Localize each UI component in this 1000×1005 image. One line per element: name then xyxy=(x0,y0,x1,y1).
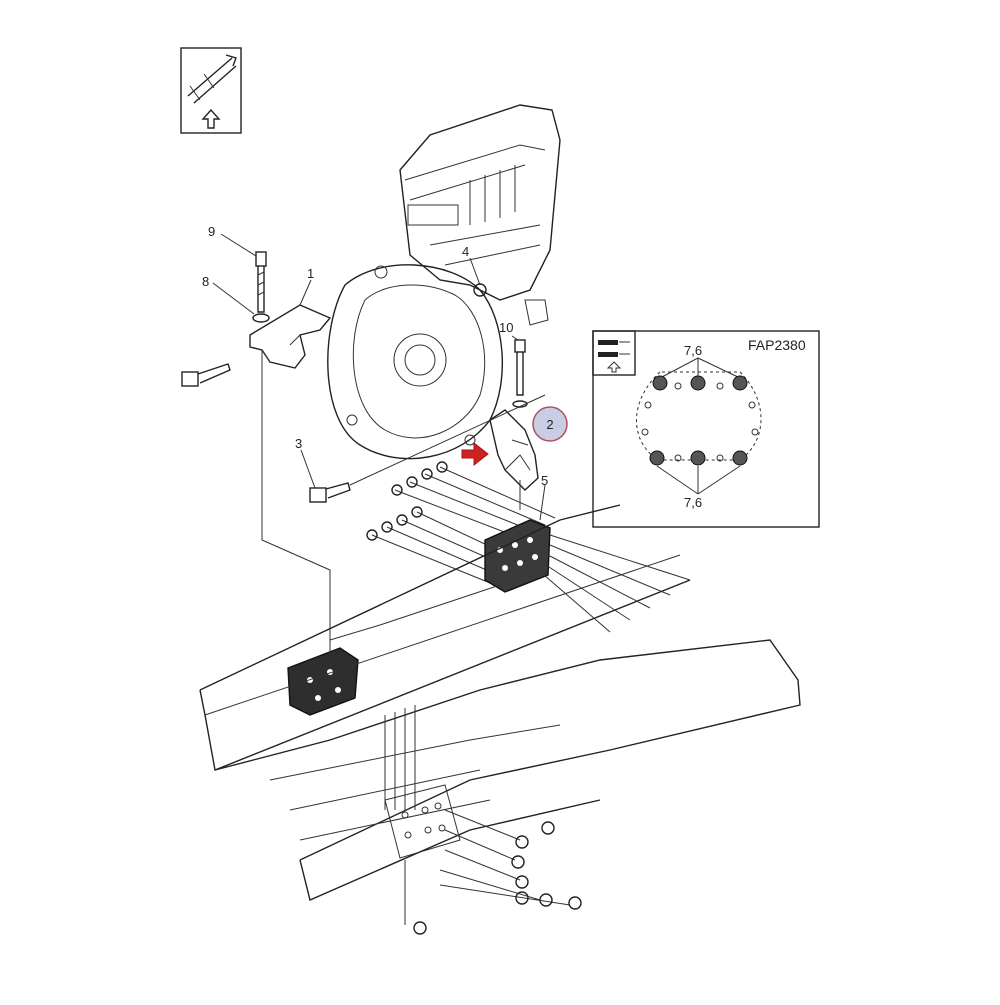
projection-lines xyxy=(329,534,691,810)
inset-up-arrow-icon xyxy=(606,361,622,373)
inset-bolts-top xyxy=(652,375,748,391)
highlight-arrow-icon xyxy=(461,441,489,467)
up-arrow-icon xyxy=(201,108,221,129)
orientation-legend xyxy=(180,47,242,134)
callout-4-label: 4 xyxy=(462,244,469,259)
bolt-3 xyxy=(309,394,546,503)
bolt-9 xyxy=(255,251,267,313)
bolt-left-horizontal xyxy=(181,363,231,387)
callout-2-label: 2 xyxy=(546,417,553,432)
torque-value-top: 7,6 xyxy=(684,343,702,358)
callout-2-circle xyxy=(532,406,568,442)
rubber-mount-left xyxy=(261,539,359,716)
orientation-arrow-icon xyxy=(187,54,237,104)
washer-8 xyxy=(252,313,270,323)
torque-wrench-icon xyxy=(598,340,630,357)
bolt-plate-lower xyxy=(384,784,461,859)
bolt-group-upper xyxy=(391,461,556,541)
bolt-group-lower xyxy=(366,506,526,586)
engine-mount-bracket-2 xyxy=(489,409,539,510)
rubber-mount-5 xyxy=(484,519,551,593)
inset-bolts-bottom xyxy=(649,450,748,466)
callout-5-label: 5 xyxy=(541,473,548,488)
engine-block xyxy=(399,104,561,326)
nuts-group xyxy=(404,809,582,935)
callout-10-label: 10 xyxy=(499,320,513,335)
inset-holes xyxy=(641,382,759,462)
torque-value-bottom: 7,6 xyxy=(684,495,702,510)
detail-inset: FAP2380 7,6 7,6 xyxy=(592,330,820,528)
engine-bracket-left xyxy=(249,304,332,540)
callout-leaders xyxy=(212,233,546,521)
bolt-10 xyxy=(512,339,528,408)
callout-3-label: 3 xyxy=(295,436,302,451)
callout-1-label: 1 xyxy=(307,266,314,281)
diagram-code: FAP2380 xyxy=(748,337,806,353)
callout-9-label: 9 xyxy=(208,224,215,239)
callout-8-label: 8 xyxy=(202,274,209,289)
